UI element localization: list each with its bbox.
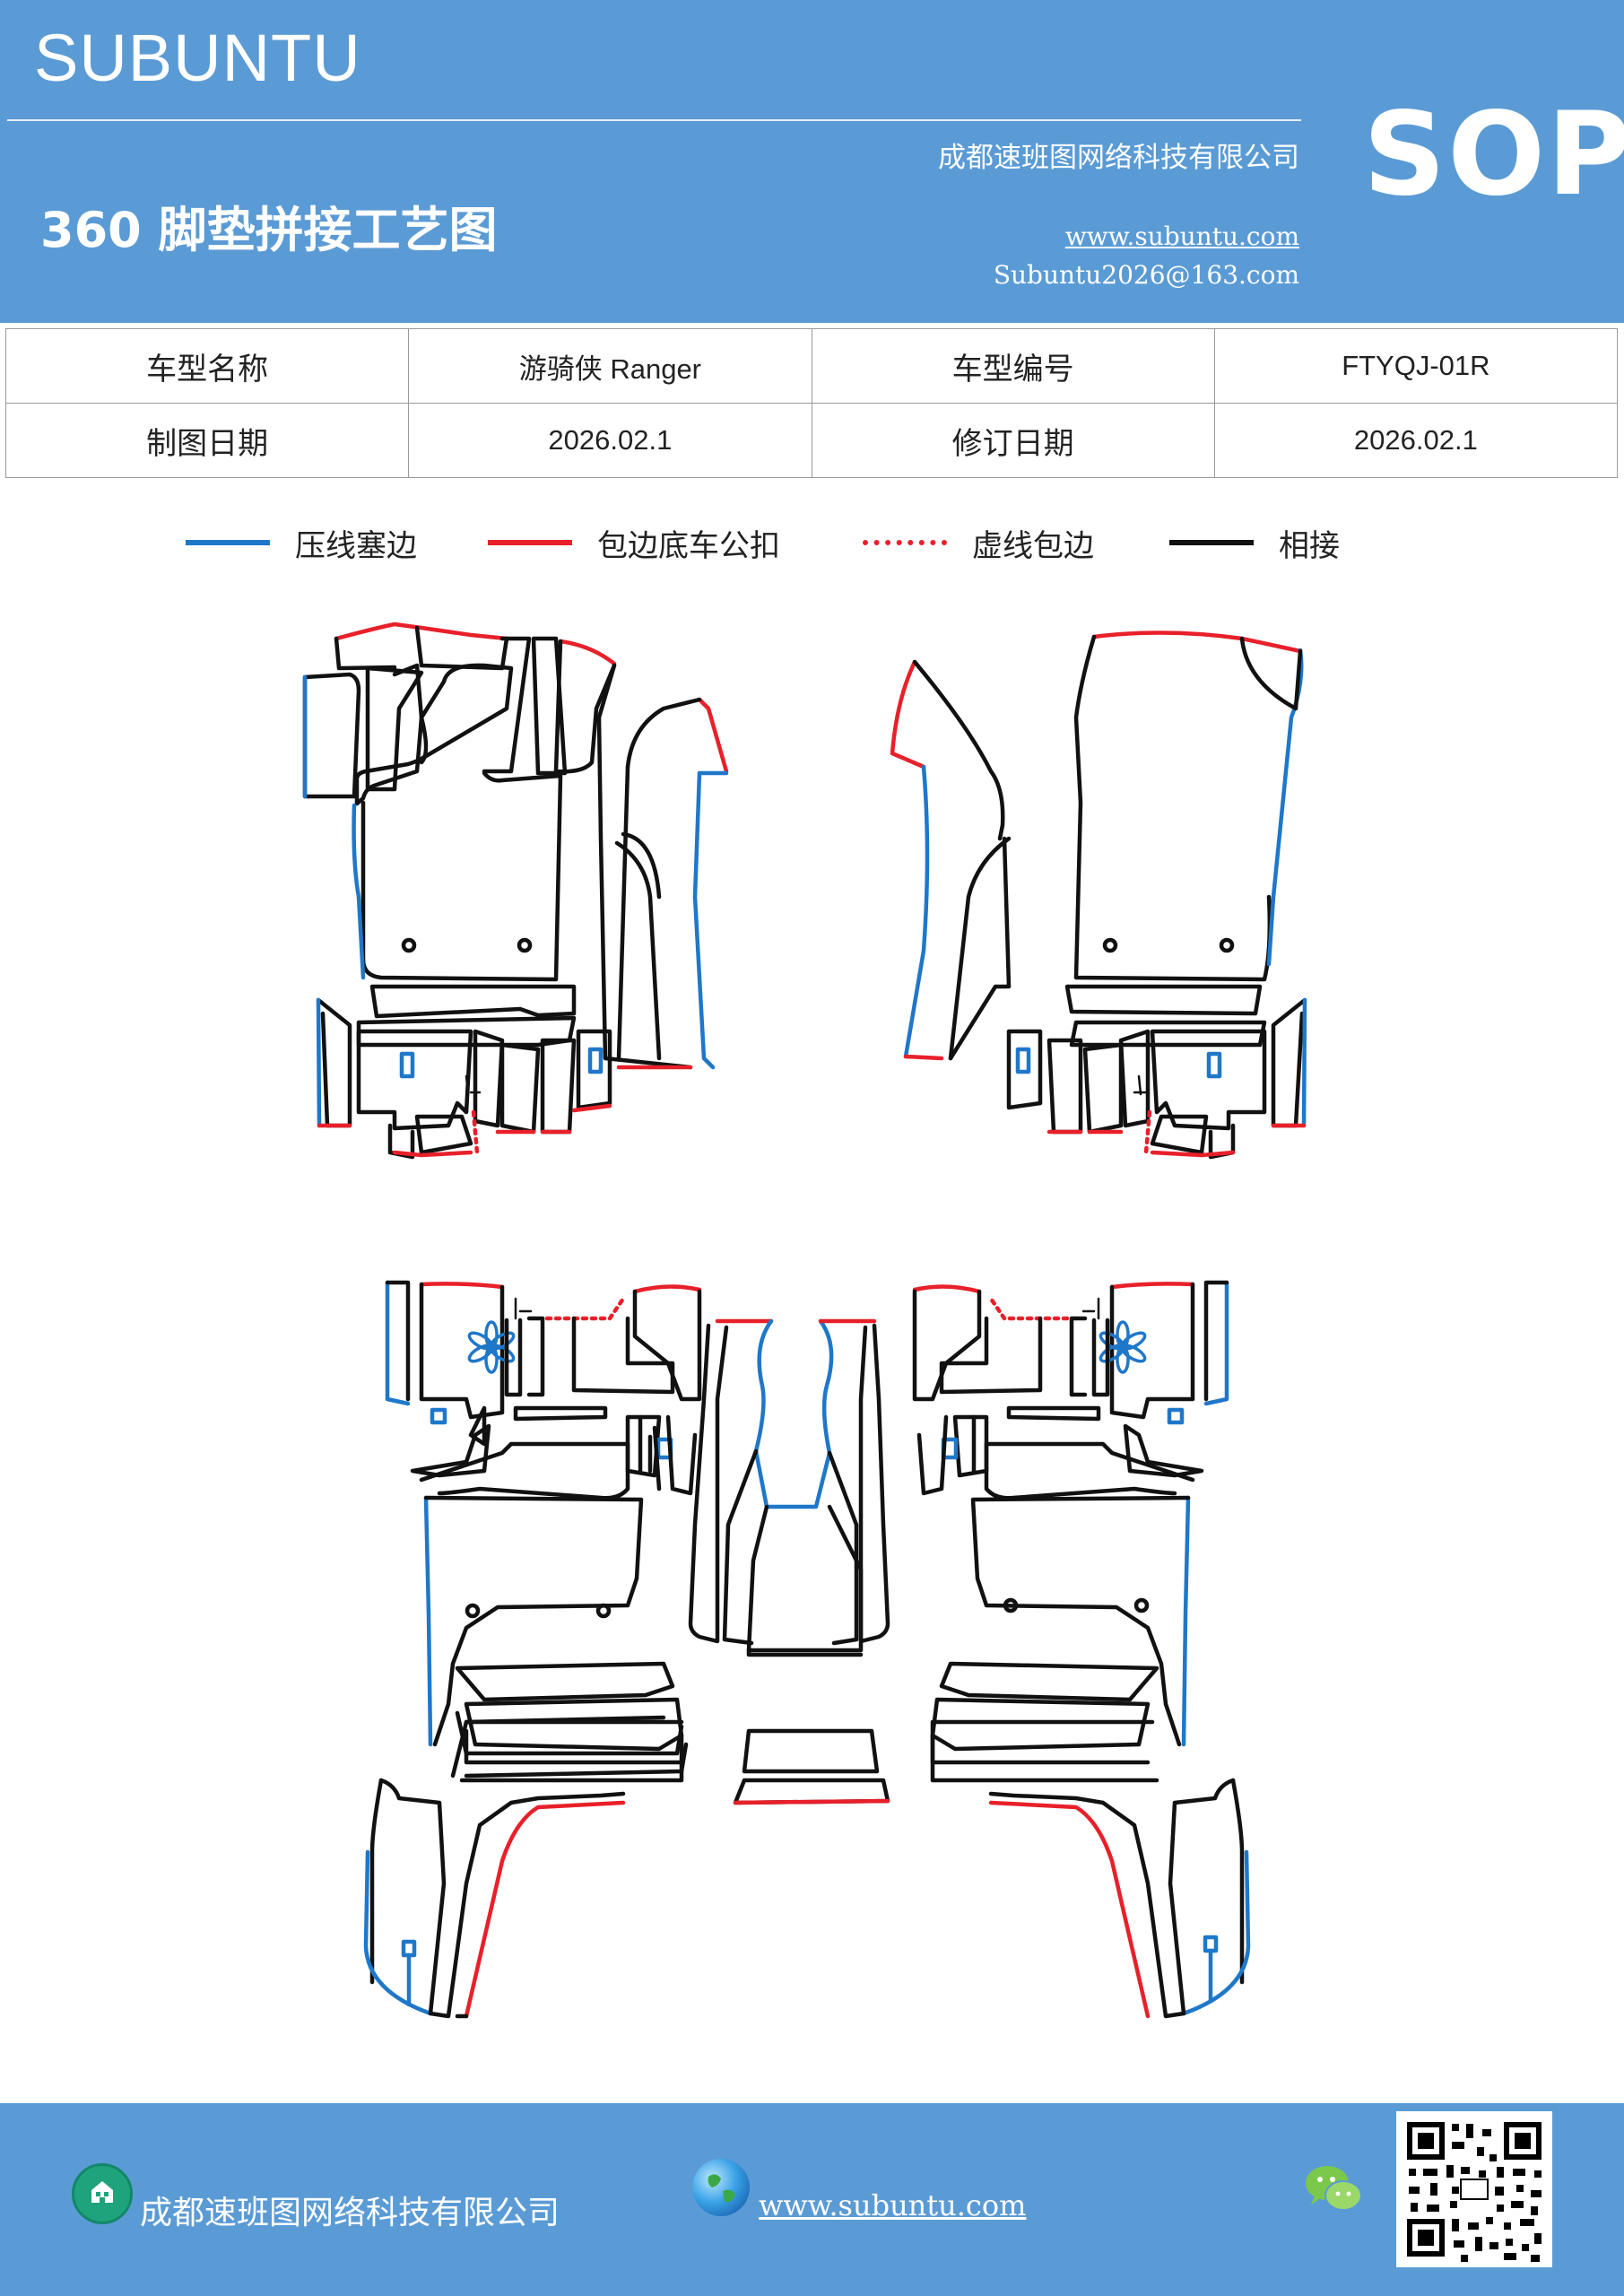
table-row: 车型名称 游骑侠 Ranger 车型编号 FTYQJ-01R bbox=[4, 328, 1619, 404]
header-banner bbox=[0, 0, 1624, 323]
brand-name: SUBUNTU bbox=[34, 21, 361, 95]
legend-swatch-red-dotted bbox=[863, 540, 947, 545]
legend-swatch-blue bbox=[186, 540, 270, 545]
mat-front-right bbox=[890, 631, 1307, 1160]
mat-front-left bbox=[302, 622, 729, 1160]
header-divider bbox=[7, 119, 1301, 121]
legend-swatch-black bbox=[1169, 540, 1254, 545]
home-icon bbox=[72, 2163, 133, 2224]
legend-item-edge-buckle: 包边底车公扣 bbox=[488, 520, 780, 565]
footer-company: 成都速班图网络科技有限公司 bbox=[140, 2195, 560, 2231]
globe-icon bbox=[692, 2159, 750, 2216]
header-email: Subuntu2026@163.com bbox=[993, 260, 1299, 290]
legend-label: 虚线包边 bbox=[972, 527, 1094, 564]
info-table: 车型名称 游骑侠 Ranger 车型编号 FTYQJ-01R 制图日期 2026… bbox=[4, 328, 1619, 478]
qr-code bbox=[1396, 2111, 1552, 2267]
legend-label: 压线塞边 bbox=[295, 527, 417, 564]
wechat-icon bbox=[1302, 2161, 1365, 2217]
value-model-name: 游骑侠 Ranger bbox=[408, 328, 812, 404]
legend-swatch-red bbox=[488, 540, 572, 545]
legend-item-dotted-edge: 虚线包边 bbox=[863, 520, 1094, 565]
label-model-code: 车型编号 bbox=[811, 328, 1215, 404]
mat-rear bbox=[363, 1280, 1251, 2019]
legend-item-join: 相接 bbox=[1169, 520, 1340, 565]
page-title: 360 脚垫拼接工艺图 bbox=[40, 202, 498, 258]
label-revision-date: 修订日期 bbox=[811, 403, 1215, 478]
value-model-code: FTYQJ-01R bbox=[1213, 328, 1619, 404]
legend-item-press-line: 压线塞边 bbox=[186, 520, 417, 565]
header-website-link[interactable]: www.subuntu.com bbox=[1064, 222, 1299, 251]
header-company: 成都速班图网络科技有限公司 bbox=[938, 142, 1299, 174]
value-drawing-date: 2026.02.1 bbox=[408, 403, 812, 478]
label-model-name: 车型名称 bbox=[4, 328, 410, 404]
qr-code-pattern bbox=[1396, 2111, 1552, 2267]
sop-badge: SOP bbox=[1363, 88, 1624, 222]
table-row: 制图日期 2026.02.1 修订日期 2026.02.1 bbox=[4, 403, 1619, 478]
legend-label: 相接 bbox=[1279, 527, 1340, 564]
footer-website-link[interactable]: www.subuntu.com bbox=[759, 2188, 1027, 2222]
label-drawing-date: 制图日期 bbox=[4, 403, 410, 478]
value-revision-date: 2026.02.1 bbox=[1213, 403, 1619, 478]
legend-label: 包边底车公扣 bbox=[597, 527, 780, 564]
